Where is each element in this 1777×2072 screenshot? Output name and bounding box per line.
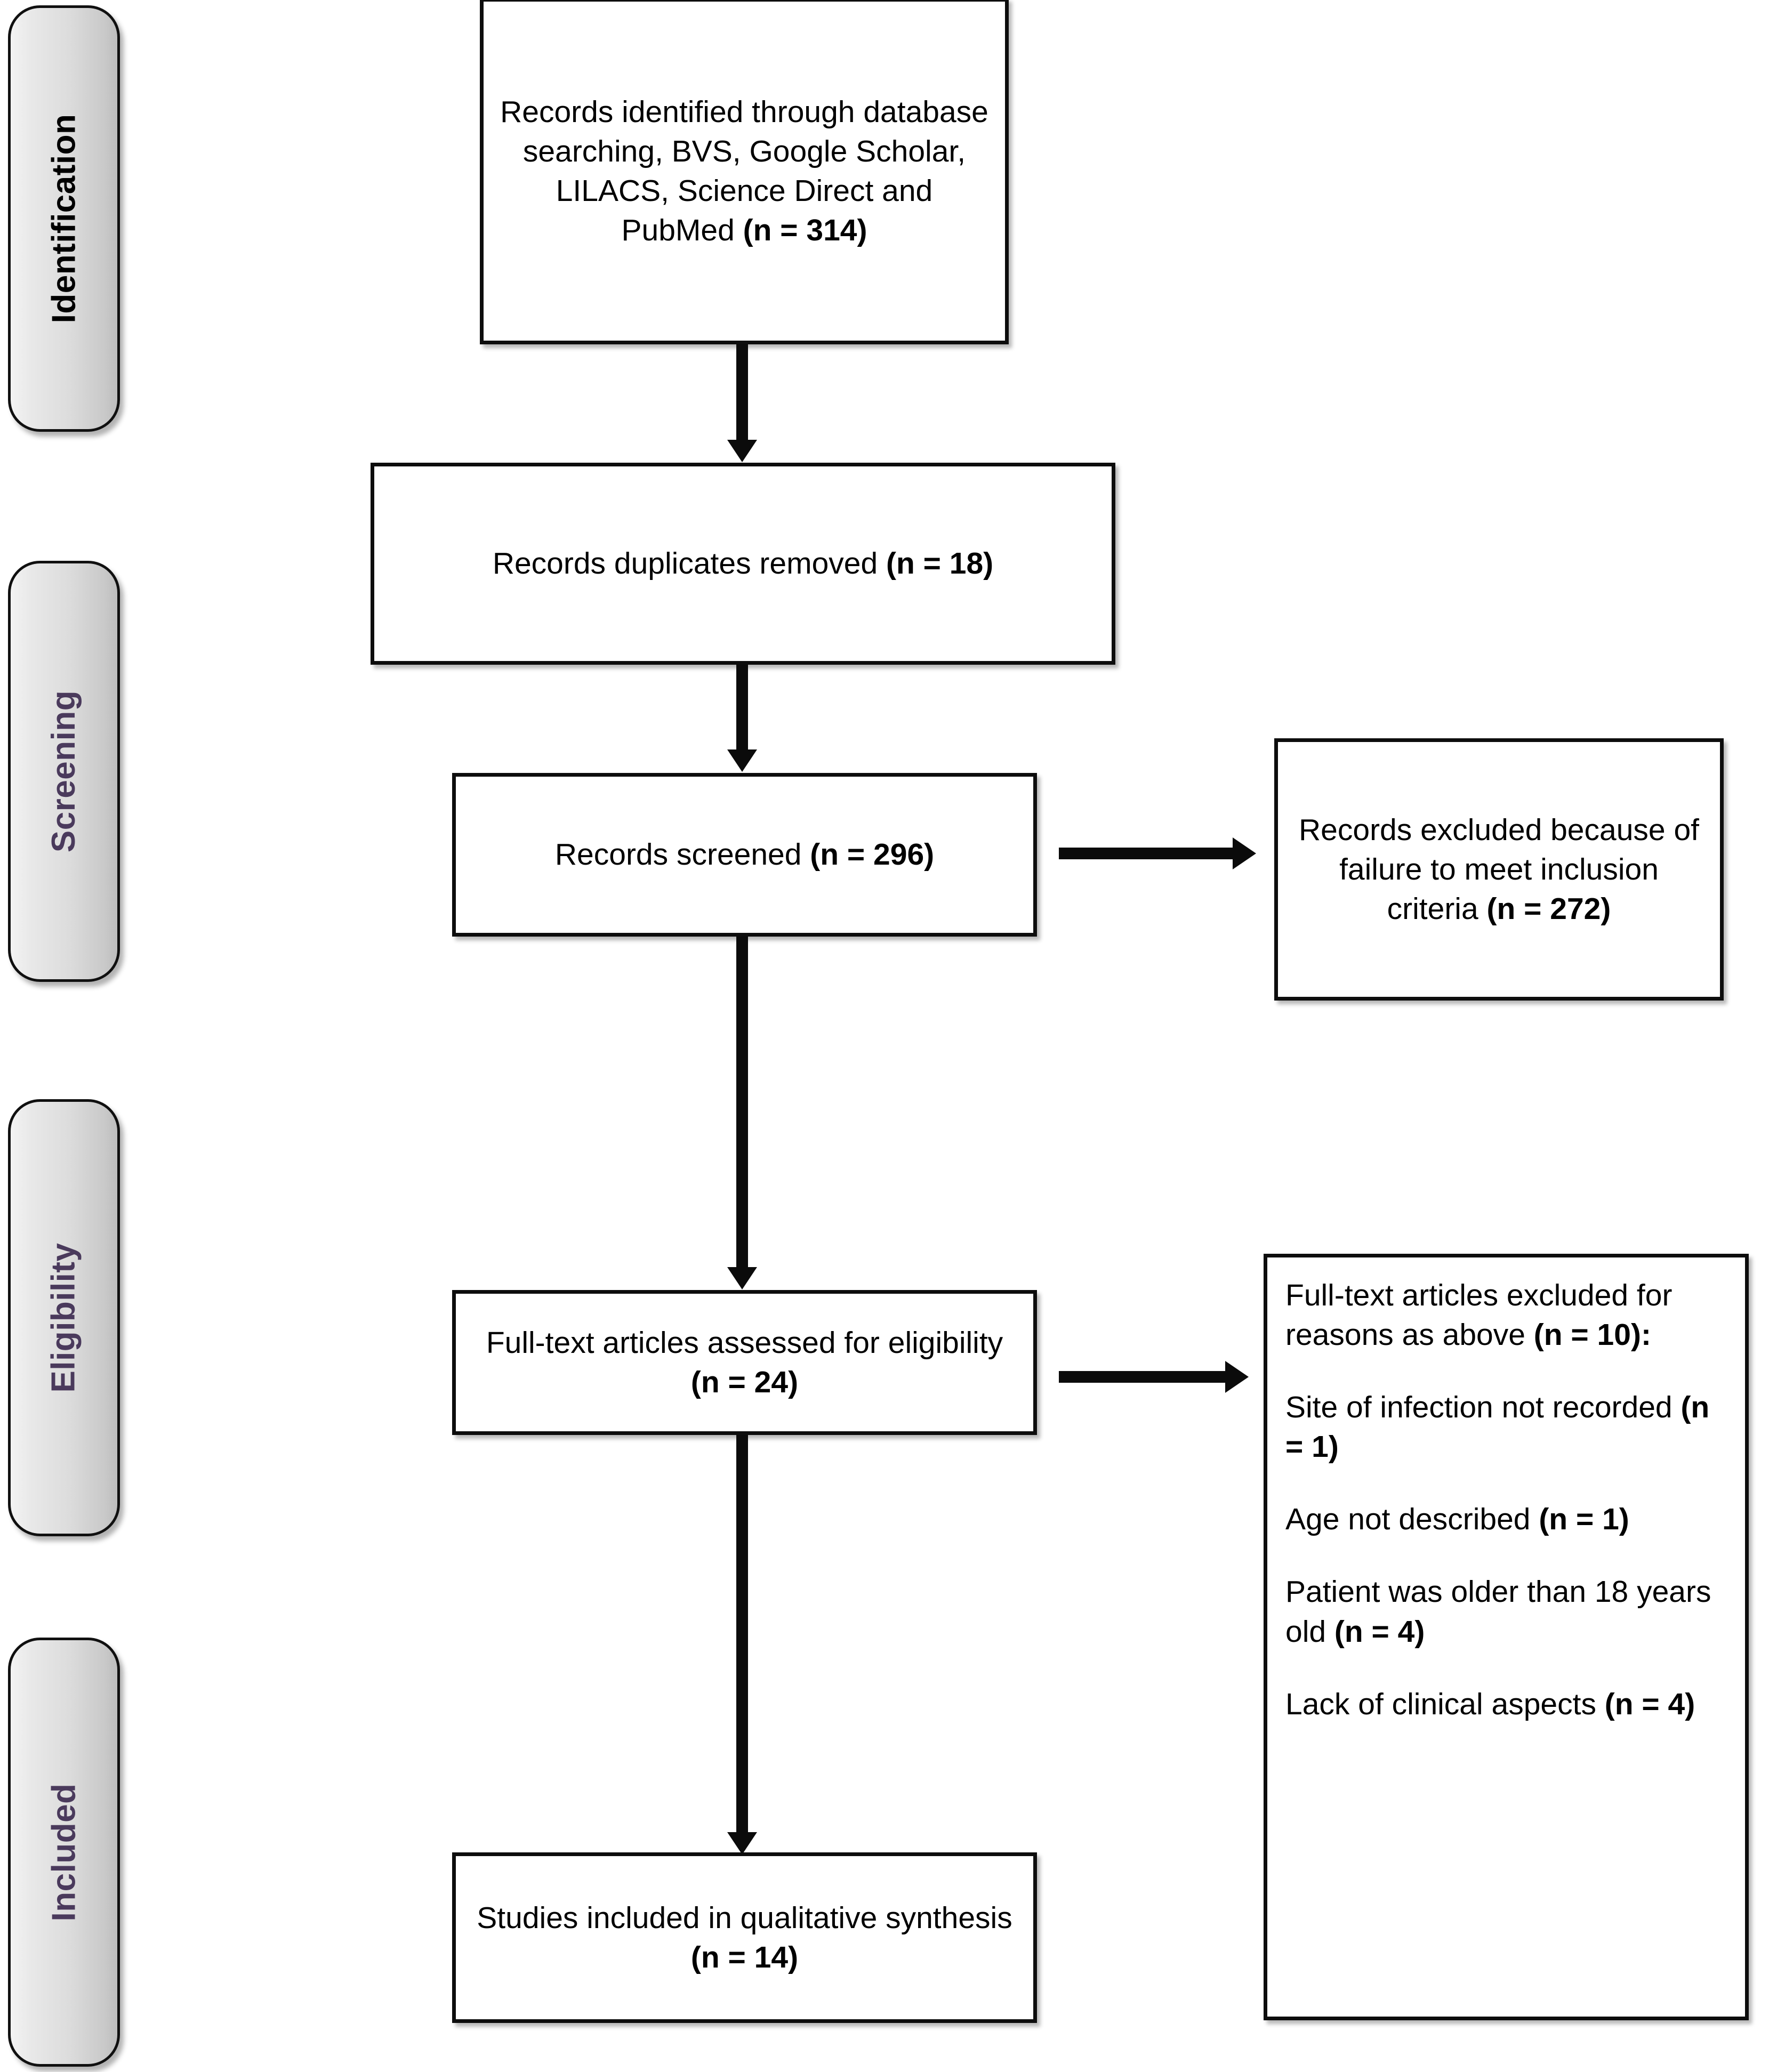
arrow-head (727, 1832, 757, 1855)
stage-label-eligibility: Eligibility (45, 1243, 82, 1393)
records-screened-count: (n = 296) (810, 837, 935, 872)
box-records-screened: Records screened (n = 296) (452, 773, 1037, 937)
records-screened-lead: Records screened (554, 837, 810, 872)
stage-pill-screening: Screening (8, 561, 120, 982)
fulltext-assessed-count: (n = 24) (690, 1365, 799, 1399)
exclusion-reason-1-lead: Site of infection not recorded (1285, 1390, 1681, 1425)
box-records-identified-text: Records identified through database sear… (484, 92, 1005, 250)
arrow-shaft (736, 937, 748, 1270)
exclusion-reason-4-count: (n = 4) (1604, 1687, 1695, 1721)
records-identified-count: (n = 314) (743, 213, 867, 248)
arrow-head (727, 749, 757, 772)
box-records-excluded: Records excluded because of failure to m… (1274, 738, 1724, 1001)
box-studies-included: Studies included in qualitative synthesi… (452, 1852, 1037, 2023)
stage-label-screening: Screening (45, 690, 82, 853)
stage-pill-eligibility: Eligibility (8, 1099, 120, 1536)
stage-label-identification: Identification (45, 114, 82, 324)
exclusion-reason-3-lead: Patient was older than 18 years old (1285, 1575, 1711, 1649)
exclusion-reason-4: Lack of clinical aspects (n = 4) (1285, 1684, 1729, 1724)
fulltext-excluded-header-count: (n = 10): (1533, 1318, 1651, 1352)
box-duplicates-removed-text: Records duplicates removed (n = 18) (479, 544, 1007, 583)
exclusion-reason-3-count: (n = 4) (1334, 1614, 1425, 1649)
arrow-head (1225, 1361, 1249, 1393)
arrow-shaft (736, 344, 748, 442)
fulltext-excluded-header: Full-text articles excluded for reasons … (1285, 1276, 1729, 1355)
arrow-shaft (1059, 848, 1235, 859)
arrow-head (727, 440, 757, 462)
exclusion-reason-2-count: (n = 1) (1539, 1502, 1629, 1537)
arrow-shaft (736, 665, 748, 752)
box-fulltext-assessed-text: Full-text articles assessed for eligibil… (456, 1323, 1033, 1402)
studies-included-lead: Studies included in qualitative synthesi… (477, 1900, 1012, 1935)
arrow-head (1233, 837, 1256, 869)
box-duplicates-removed: Records duplicates removed (n = 18) (371, 463, 1115, 665)
records-identified-lead: Records identified through database sear… (500, 94, 988, 248)
fulltext-assessed-lead: Full-text articles assessed for eligibil… (486, 1325, 1003, 1360)
studies-included-count: (n = 14) (690, 1940, 799, 1974)
box-fulltext-excluded-text: Full-text articles excluded for reasons … (1267, 1257, 1745, 1724)
box-studies-included-text: Studies included in qualitative synthesi… (456, 1898, 1033, 1977)
records-excluded-count: (n = 272) (1486, 892, 1611, 926)
box-fulltext-excluded: Full-text articles excluded for reasons … (1264, 1254, 1749, 2020)
exclusion-reason-2-lead: Age not described (1285, 1502, 1539, 1537)
arrow-head (727, 1267, 757, 1289)
stage-label-included: Included (45, 1783, 82, 1921)
box-records-excluded-text: Records excluded because of failure to m… (1278, 810, 1720, 929)
box-fulltext-assessed: Full-text articles assessed for eligibil… (452, 1290, 1037, 1435)
exclusion-reason-1: Site of infection not recorded (n = 1) (1285, 1388, 1729, 1466)
box-records-screened-text: Records screened (n = 296) (541, 835, 948, 874)
duplicates-removed-lead: Records duplicates removed (492, 546, 887, 581)
exclusion-reason-2: Age not described (n = 1) (1285, 1499, 1729, 1539)
duplicates-removed-count: (n = 18) (886, 546, 994, 581)
exclusion-reason-3: Patient was older than 18 years old (n =… (1285, 1572, 1729, 1651)
box-records-identified: Records identified through database sear… (480, 0, 1009, 344)
stage-pill-included: Included (8, 1638, 120, 2067)
records-excluded-lead: Records excluded because of failure to m… (1299, 812, 1699, 926)
stage-pill-identification: Identification (8, 5, 120, 432)
exclusion-reason-4-lead: Lack of clinical aspects (1285, 1687, 1605, 1721)
fulltext-excluded-header-lead: Full-text articles excluded for reasons … (1285, 1278, 1673, 1352)
arrow-shaft (736, 1435, 748, 1835)
exclusion-reason-1-count: (n = 1) (1285, 1390, 1710, 1464)
arrow-shaft (1059, 1371, 1227, 1383)
